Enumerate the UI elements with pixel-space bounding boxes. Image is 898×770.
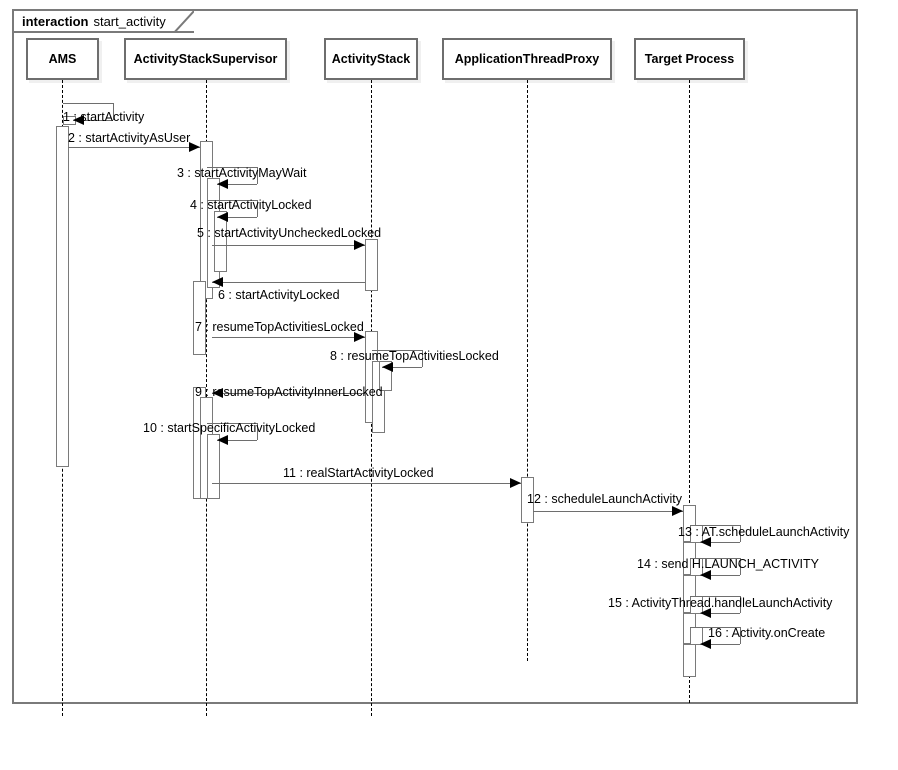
self-message-back-15	[700, 613, 740, 614]
self-message-out-15	[690, 596, 740, 597]
message-label-13: 13 : AT.scheduleLaunchActivity	[678, 525, 850, 539]
frame-keyword: interaction	[22, 13, 89, 29]
message-label-12: 12 : scheduleLaunchActivity	[527, 492, 682, 506]
message-label-1: 1 : startActivity	[63, 110, 145, 124]
self-message-out-4	[207, 200, 257, 201]
self-message-turn-16	[740, 627, 741, 644]
message-label-10: 10 : startSpecificActivityLocked	[143, 421, 316, 435]
message-arrowhead-5	[354, 240, 365, 250]
message-arrowhead-15	[700, 608, 711, 618]
participant-ass[interactable]: ActivityStackSupervisor	[124, 38, 287, 80]
self-message-turn-10	[257, 423, 258, 440]
frame-name: start_activity	[93, 13, 166, 29]
self-message-turn-15	[740, 596, 741, 613]
lifeline-atp	[527, 80, 528, 661]
message-arrowhead-2	[189, 142, 200, 152]
message-label-4: 4 : startActivityLocked	[190, 198, 312, 212]
activation-bar-ass	[214, 211, 227, 272]
message-label-11: 11 : realStartActivityLocked	[283, 466, 434, 480]
message-line-9	[212, 393, 365, 394]
activation-bar-ass	[207, 434, 220, 499]
participant-as[interactable]: ActivityStack	[324, 38, 418, 80]
participant-tp[interactable]: Target Process	[634, 38, 745, 80]
message-arrowhead-10	[217, 435, 228, 445]
self-message-back-14	[700, 575, 740, 576]
activation-bar-ams	[56, 126, 69, 467]
interaction-frame	[12, 9, 858, 704]
self-message-back-13	[700, 542, 740, 543]
self-message-back-4	[217, 217, 257, 218]
message-arrowhead-13	[700, 537, 711, 547]
self-message-back-1	[73, 120, 113, 121]
message-arrowhead-11	[510, 478, 521, 488]
self-message-out-14	[690, 558, 740, 559]
self-message-out-3	[207, 167, 257, 168]
message-arrowhead-8	[382, 362, 393, 372]
self-message-turn-3	[257, 167, 258, 184]
self-message-out-8	[372, 350, 422, 351]
self-message-back-8	[382, 367, 422, 368]
message-label-2: 2 : startActivityAsUser	[68, 131, 191, 145]
message-label-15: 15 : ActivityThread.handleLaunchActivity	[608, 596, 833, 610]
message-line-7	[212, 337, 365, 338]
participant-label: ActivityStackSupervisor	[133, 52, 278, 66]
participant-label: AMS	[48, 52, 77, 66]
self-message-out-10	[207, 423, 257, 424]
message-label-16: 16 : Activity.onCreate	[708, 626, 826, 640]
activation-bar-ass	[193, 281, 206, 355]
message-line-2	[68, 147, 200, 148]
self-message-out-1	[63, 103, 113, 104]
self-message-out-16	[690, 627, 740, 628]
activation-bar-tp	[683, 644, 696, 677]
message-label-8: 8 : resumeTopActivitiesLocked	[330, 349, 499, 363]
interaction-frame-tab: interaction start_activity	[12, 9, 194, 33]
self-message-back-3	[217, 184, 257, 185]
self-message-back-16	[700, 644, 740, 645]
message-arrowhead-16	[700, 639, 711, 649]
participant-label: ActivityStack	[331, 52, 411, 66]
self-message-turn-4	[257, 200, 258, 217]
frame-tab-corner-icon	[171, 11, 194, 31]
message-arrowhead-12	[672, 506, 683, 516]
self-message-turn-8	[422, 350, 423, 367]
self-message-turn-13	[740, 525, 741, 542]
participant-label: ApplicationThreadProxy	[454, 52, 600, 66]
message-label-3: 3 : startActivityMayWait	[177, 166, 307, 180]
self-message-turn-14	[740, 558, 741, 575]
message-line-5	[212, 245, 365, 246]
message-arrowhead-1	[73, 115, 84, 125]
message-arrowhead-3	[217, 179, 228, 189]
activation-bar-as	[365, 239, 378, 291]
message-label-6: 6 : startActivityLocked	[218, 288, 340, 302]
message-line-12	[533, 511, 683, 512]
participant-label: Target Process	[644, 52, 735, 66]
participant-atp[interactable]: ApplicationThreadProxy	[442, 38, 612, 80]
self-message-out-13	[690, 525, 740, 526]
activation-bar-atp	[521, 477, 534, 523]
message-arrowhead-14	[700, 570, 711, 580]
message-label-14: 14 : send H.LAUNCH_ACTIVITY	[637, 557, 820, 571]
self-message-back-10	[217, 440, 257, 441]
message-arrowhead-6	[212, 277, 223, 287]
message-label-9: 9 : resumeTopActivityInnerLocked	[195, 385, 383, 399]
message-arrowhead-7	[354, 332, 365, 342]
self-message-turn-1	[113, 103, 114, 120]
lifeline-tp	[689, 80, 690, 703]
message-arrowhead-9	[212, 388, 223, 398]
message-line-6	[212, 282, 365, 283]
message-label-5: 5 : startActivityUncheckedLocked	[197, 226, 382, 240]
message-arrowhead-4	[217, 212, 228, 222]
participant-ams[interactable]: AMS	[26, 38, 99, 80]
message-label-7: 7 : resumeTopActivitiesLocked	[195, 320, 364, 334]
message-line-11	[212, 483, 521, 484]
